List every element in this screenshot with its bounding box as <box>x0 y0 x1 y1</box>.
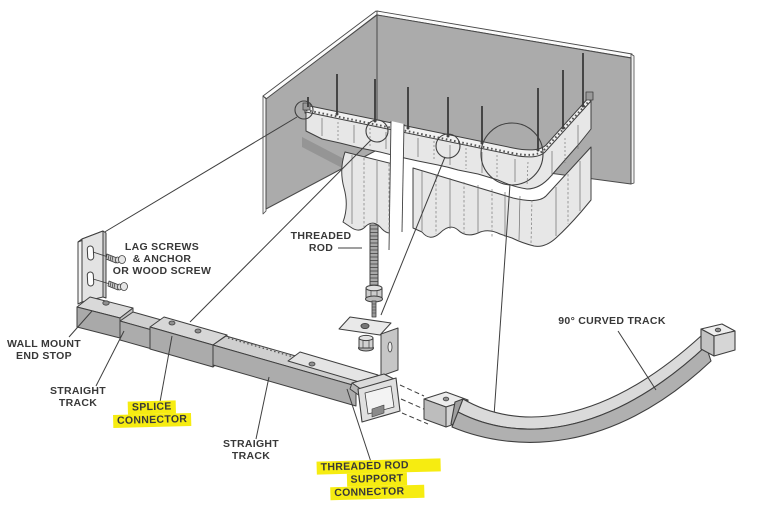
label-line: OR WOOD SCREW <box>112 265 212 277</box>
label-threaded-rod-support-connector: THREADED ROD SUPPORT CONNECTOR <box>316 458 441 501</box>
callout-circle-rod-support <box>435 133 461 159</box>
leader-splice-connector <box>159 335 173 403</box>
label-line: TRACK <box>231 450 271 462</box>
threaded-rod-support-connector-part <box>287 316 429 425</box>
label-line: STRAIGHT <box>49 385 107 397</box>
label-line: LAG SCREWS <box>124 241 200 253</box>
curtain-upper-band <box>305 100 592 190</box>
callout-circle-splice <box>365 119 389 143</box>
curtain-shadow-on-wall <box>302 137 348 171</box>
label-wall-mount-end-stop: WALL MOUNT END STOP <box>4 338 84 362</box>
label-line: END STOP <box>16 350 72 362</box>
label-line: TRACK <box>58 397 98 409</box>
callout-circle-end-stop <box>294 100 314 120</box>
leader-straight-track-2 <box>255 376 270 440</box>
label-line: THREADED <box>290 230 352 242</box>
label-line: STRAIGHT <box>222 438 280 450</box>
leader-straight-track-1 <box>95 330 125 387</box>
label-line: WALL MOUNT <box>7 338 81 350</box>
label-leader-lines <box>68 247 657 463</box>
callout-circle-corner <box>480 122 544 186</box>
leader-curved-track <box>617 330 657 391</box>
label-straight-track-upper: STRAIGHT TRACK <box>38 385 118 409</box>
track-end-left <box>302 102 311 111</box>
leader-rod-support <box>346 388 372 463</box>
label-splice-connector: SPLICE CONNECTOR <box>102 400 203 429</box>
room-scene <box>102 10 635 417</box>
curved-track-end-cap <box>700 323 736 357</box>
wall-mount-end-stop-part <box>76 230 134 339</box>
label-straight-track-lower: STRAIGHT TRACK <box>211 438 291 462</box>
track-end-right <box>585 91 594 101</box>
label-line: & ANCHOR <box>132 253 192 265</box>
label-line: ROD <box>308 242 334 254</box>
lag-screws-part <box>105 253 128 291</box>
label-lag-screws: LAG SCREWS & ANCHOR OR WOOD SCREW <box>102 241 222 277</box>
label-line-highlighted: CONNECTOR <box>330 484 425 501</box>
curved-track-part <box>450 323 736 443</box>
label-line: 90° CURVED TRACK <box>558 315 666 327</box>
detail-parts <box>68 224 736 463</box>
label-line-highlighted: CONNECTOR <box>112 412 192 429</box>
curtain-lower-band <box>341 146 592 247</box>
callout-leader-lines <box>102 116 511 417</box>
leader-wall-mount <box>68 310 93 338</box>
callout-circles <box>294 100 544 186</box>
label-threaded-rod: THREADED ROD <box>289 230 353 254</box>
curtain-gap <box>388 120 405 252</box>
label-line-highlighted: SPLICE <box>127 400 176 415</box>
threaded-rod-part <box>365 224 383 318</box>
track-carrier-dots <box>305 99 591 156</box>
label-curved-track: 90° CURVED TRACK <box>552 315 672 327</box>
